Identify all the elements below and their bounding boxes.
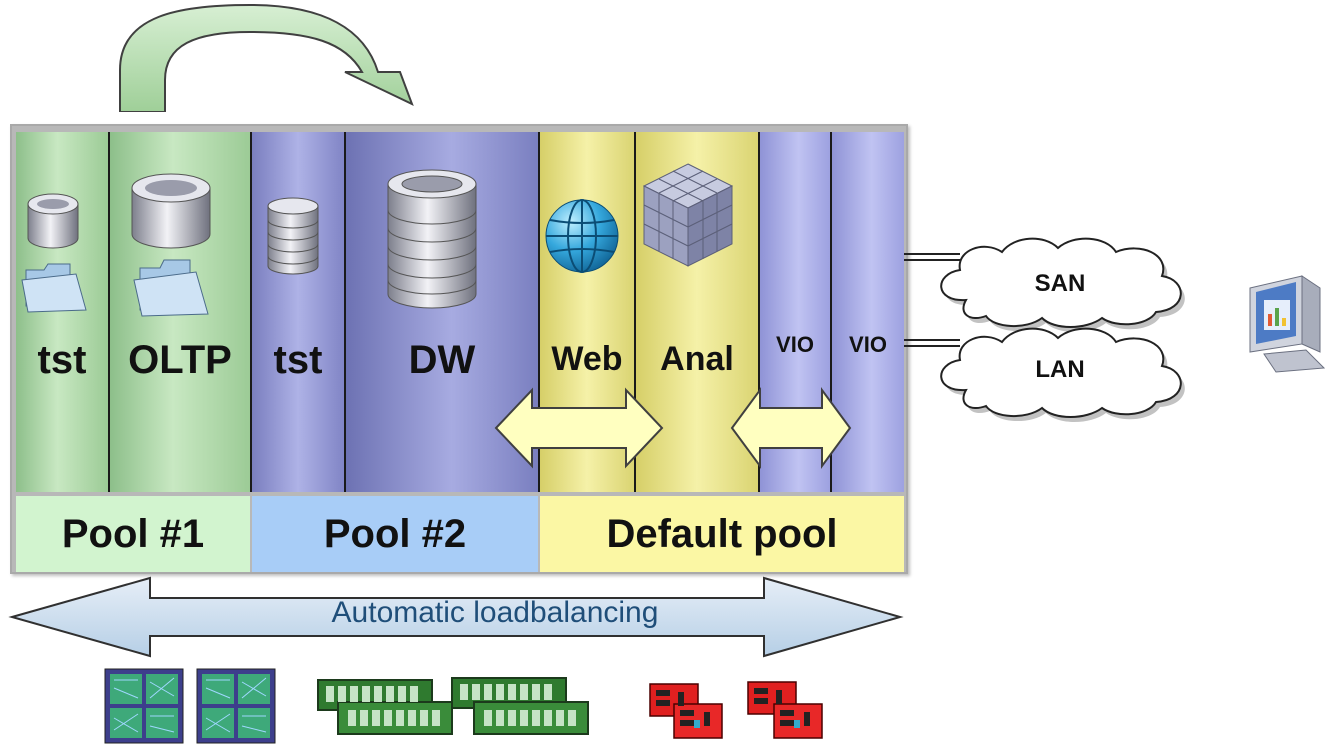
pool-1: Pool #1: [16, 496, 250, 572]
cpu-chip-icon: [196, 668, 276, 744]
partition-label: Web: [551, 340, 623, 378]
partition-label: VIO: [776, 332, 814, 357]
globe-icon: [545, 199, 619, 273]
san-label: SAN: [1034, 270, 1086, 297]
pool-label: Pool #2: [323, 511, 467, 556]
pool-label: Default pool: [606, 511, 838, 556]
partition-label: Anal: [660, 340, 734, 378]
connector-lines: [904, 253, 960, 347]
partition-divider: [344, 132, 346, 492]
partition-divider: [250, 132, 252, 492]
folder-icon: [21, 263, 87, 313]
move-partition-arrow: [119, 3, 414, 112]
partition-divider: [538, 132, 540, 492]
loadbalancing-label: Automatic loadbalancing: [331, 596, 659, 629]
cpu-chip-icon: [104, 668, 184, 744]
partition-label: DW: [408, 338, 476, 382]
database-icon: [27, 193, 79, 249]
network-card-icon: [649, 681, 823, 739]
partition-divider: [634, 132, 636, 492]
partition-divider: [830, 132, 832, 492]
partition-divider: [108, 132, 110, 492]
migration-arrow-left: [494, 387, 664, 469]
partition-label: tst: [273, 338, 323, 382]
folder-icon: [133, 259, 209, 317]
monitor-icon: [1249, 275, 1326, 373]
partition-label: tst: [37, 338, 87, 382]
lan-cloud: [940, 327, 1185, 422]
loadbalancing-arrow: [8, 576, 904, 658]
partition-divider: [758, 132, 760, 492]
database-icon: [267, 197, 319, 275]
cube-icon: [642, 163, 734, 267]
partition-label: OLTP: [128, 338, 232, 382]
pool-2: Pool #2: [252, 496, 538, 572]
partition-tst-2: tst: [252, 132, 344, 492]
default-pool: Default pool: [540, 496, 904, 572]
memory-module-icon: [317, 677, 589, 735]
partition-label: VIO: [849, 332, 887, 357]
migration-arrow-right: [730, 386, 852, 470]
san-cloud: [940, 237, 1185, 332]
database-icon: [131, 173, 211, 249]
database-icon: [387, 169, 477, 309]
pool-label: Pool #1: [61, 511, 205, 556]
lan-label: LAN: [1035, 356, 1085, 383]
